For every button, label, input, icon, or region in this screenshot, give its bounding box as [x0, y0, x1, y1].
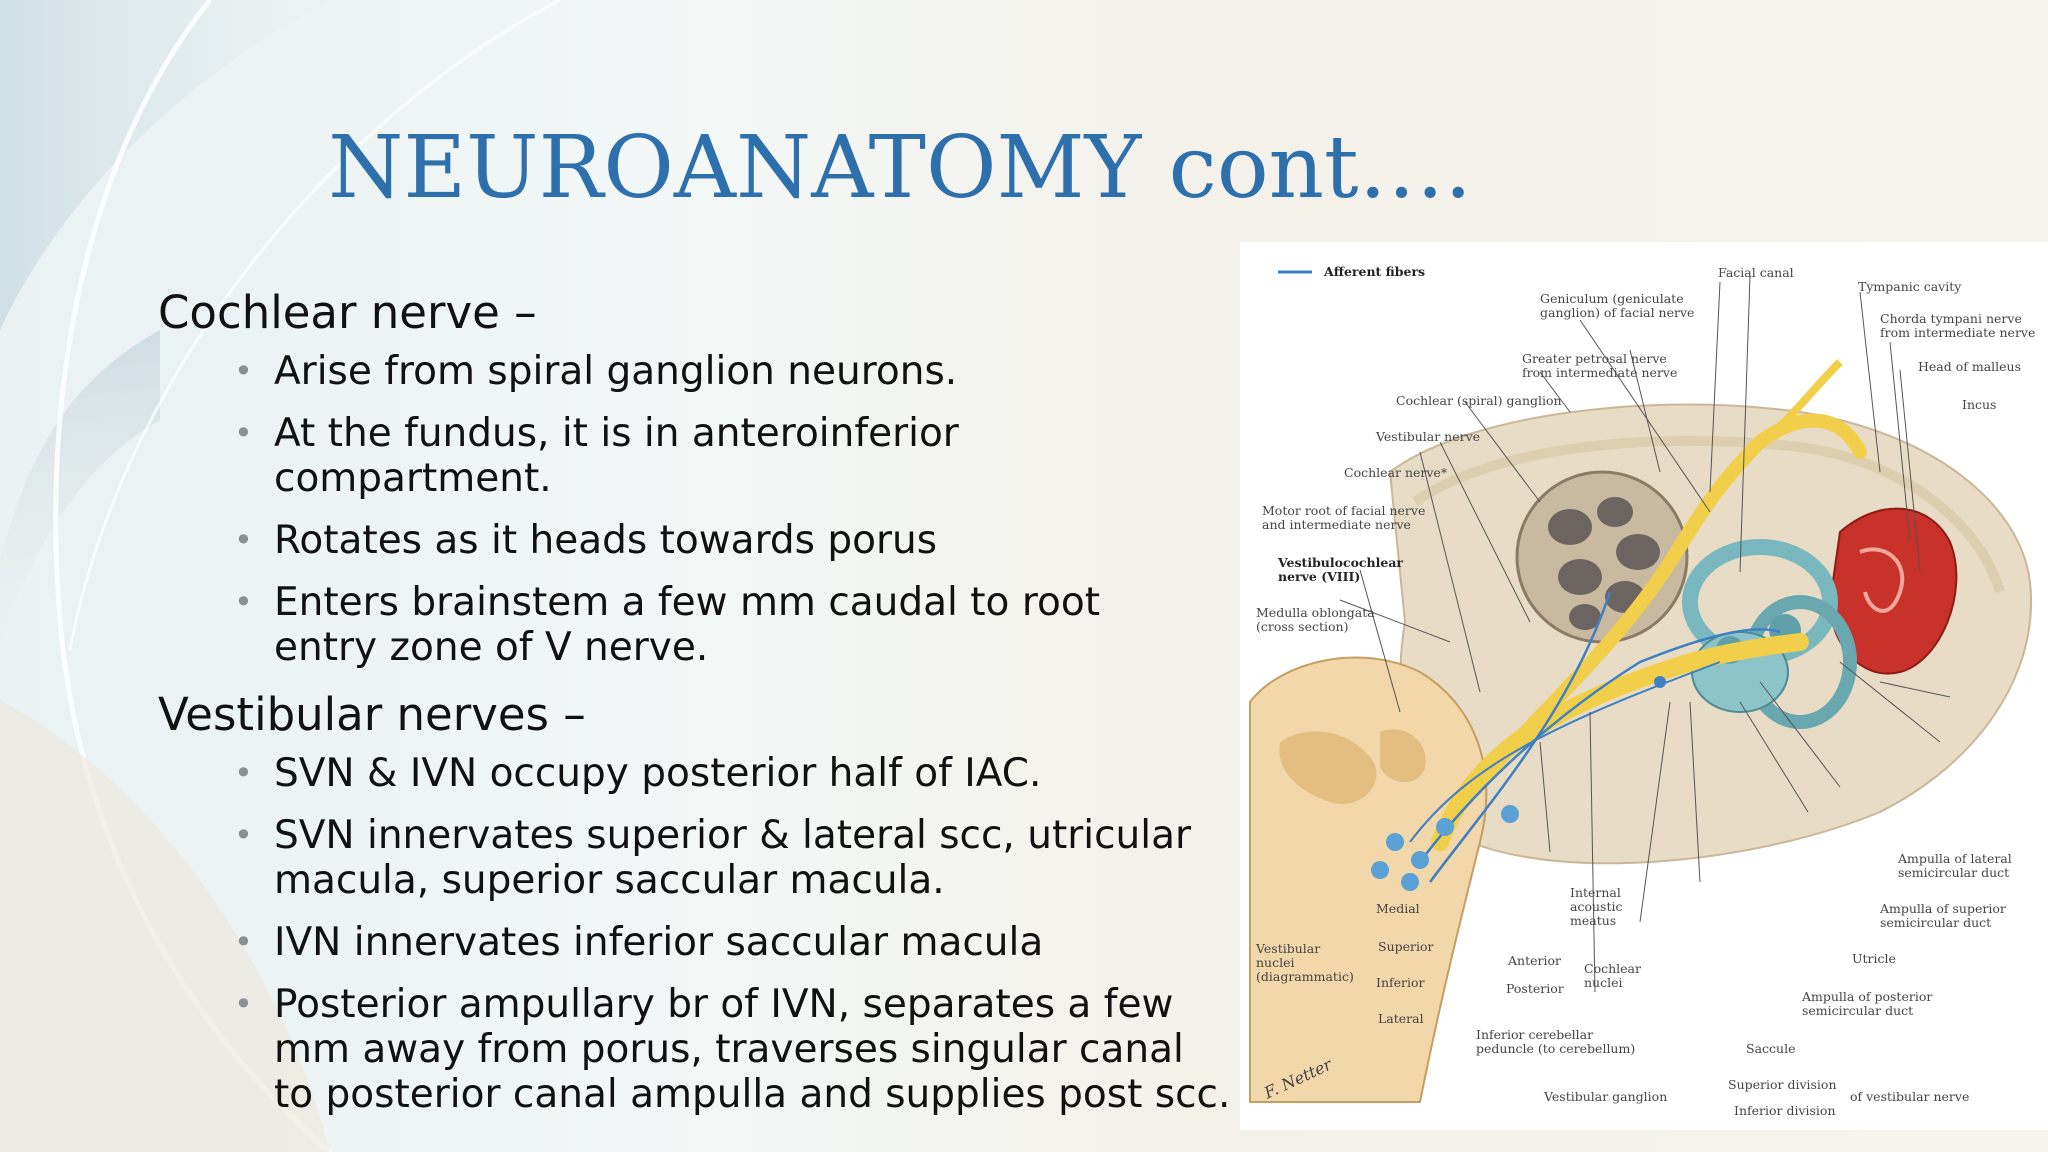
- bullet-item: • IVN innervates inferior saccular macula: [234, 920, 1238, 965]
- label-nucleus-lateral: Lateral: [1378, 1011, 1424, 1026]
- bullet-text: Posterior ampullary br of IVN, separates…: [274, 982, 1231, 1117]
- label-motor-root: Motor root of facial nerve and intermedi…: [1262, 503, 1426, 532]
- label-cochlear-posterior: Posterior: [1506, 981, 1564, 996]
- label-cochlear-anterior: Anterior: [1508, 953, 1561, 968]
- slide-body: Cochlear nerve – • Arise from spiral gang…: [158, 285, 1238, 1134]
- bullet-dot-icon: •: [234, 414, 253, 452]
- bullet-item: • SVN & IVN occupy posterior half of IAC.: [234, 751, 1238, 796]
- bullet-item: • SVN innervates superior & lateral scc, …: [234, 813, 1204, 903]
- bullet-text: SVN innervates superior & lateral scc, u…: [274, 813, 1192, 903]
- bullet-dot-icon: •: [234, 923, 253, 961]
- vestibular-bullet-list: • SVN & IVN occupy posterior half of IAC.…: [158, 751, 1238, 1117]
- bullet-item: • Enters brainstem a few mm caudal to roo…: [234, 580, 1204, 670]
- label-ampulla-lateral: Ampulla of lateral semicircular duct: [1898, 851, 2012, 880]
- label-nucleus-superior: Superior: [1378, 939, 1434, 954]
- label-nucleus-inferior: Inferior: [1376, 975, 1425, 990]
- label-of-vestibular-nerve: of vestibular nerve: [1850, 1089, 1970, 1104]
- bullet-text: Enters brainstem a few mm caudal to root…: [274, 580, 1101, 670]
- label-tympanic-cavity: Tympanic cavity: [1858, 279, 1962, 294]
- bullet-text: SVN & IVN occupy posterior half of IAC.: [274, 751, 1042, 796]
- bullet-item: • Posterior ampullary br of IVN, separate…: [234, 982, 1234, 1117]
- label-superior-division: Superior division: [1728, 1077, 1837, 1092]
- label-ampulla-superior: Ampulla of superior semicircular duct: [1880, 901, 2006, 930]
- label-inferior-division: Inferior division: [1734, 1103, 1836, 1118]
- label-head-malleus: Head of malleus: [1918, 359, 2022, 374]
- bullet-item: • Rotates as it heads towards porus: [234, 518, 1238, 563]
- label-vestibular-ganglion: Vestibular ganglion: [1544, 1089, 1668, 1104]
- label-chorda-tympani: Chorda tympani nerve from intermediate n…: [1880, 311, 2036, 340]
- bullet-dot-icon: •: [234, 521, 253, 559]
- section-heading-vestibular: Vestibular nerves –: [158, 688, 586, 741]
- label-vestibular-nuclei: Vestibular nuclei (diagrammatic): [1256, 941, 1354, 984]
- bullet-dot-icon: •: [234, 583, 253, 621]
- label-vestibulocochlear: Vestibulocochlear nerve (VIII): [1278, 555, 1404, 584]
- label-saccule: Saccule: [1746, 1041, 1796, 1056]
- bullet-text: Rotates as it heads towards porus: [274, 518, 938, 563]
- bullet-text: IVN innervates inferior saccular macula: [274, 920, 1044, 965]
- label-inferior-cerebellar-peduncle: Inferior cerebellar peduncle (to cerebel…: [1476, 1027, 1636, 1056]
- bullet-text: At the fundus, it is in anteroinferior c…: [274, 411, 959, 501]
- label-facial-canal: Facial canal: [1718, 265, 1794, 280]
- slide-title: NEUROANATOMY cont….: [328, 118, 1472, 218]
- label-geniculum: Geniculum (geniculate ganglion) of facia…: [1540, 291, 1695, 320]
- label-nucleus-medial: Medial: [1376, 901, 1420, 916]
- label-vestibular-nerve: Vestibular nerve: [1376, 429, 1481, 444]
- label-ampulla-posterior: Ampulla of posterior semicircular duct: [1802, 989, 1933, 1018]
- bullet-dot-icon: •: [234, 816, 253, 854]
- anatomy-illustration: Afferent fibers Facial canal Tympanic ca…: [1240, 242, 2048, 1130]
- label-incus: Incus: [1962, 397, 1997, 412]
- label-cochlear-nuclei: Cochlear nuclei: [1584, 961, 1641, 990]
- bullet-text: Arise from spiral ganglion neurons.: [274, 349, 958, 394]
- cochlear-bullet-list: • Arise from spiral ganglion neurons. • At…: [158, 349, 1238, 670]
- section-heading-cochlear: Cochlear nerve –: [158, 286, 537, 339]
- label-cochlear-ganglion: Cochlear (spiral) ganglion: [1396, 393, 1562, 408]
- label-medulla: Medulla oblongata (cross section): [1256, 605, 1375, 634]
- label-greater-petrosal: Greater petrosal nerve from intermediate…: [1522, 351, 1678, 380]
- label-utricle: Utricle: [1852, 951, 1896, 966]
- bullet-dot-icon: •: [234, 754, 253, 792]
- label-cochlear-nerve: Cochlear nerve*: [1344, 465, 1448, 480]
- bullet-dot-icon: •: [234, 985, 253, 1023]
- bullet-dot-icon: •: [234, 352, 253, 390]
- label-internal-acoustic-meatus: Internal acoustic meatus: [1570, 885, 1623, 928]
- bullet-item: • At the fundus, it is in anteroinferior …: [234, 411, 1238, 501]
- bullet-item: • Arise from spiral ganglion neurons.: [234, 349, 1238, 394]
- legend-afferent-fibers: Afferent fibers: [1324, 264, 1426, 279]
- anatomy-drawing: [1249, 270, 2033, 1103]
